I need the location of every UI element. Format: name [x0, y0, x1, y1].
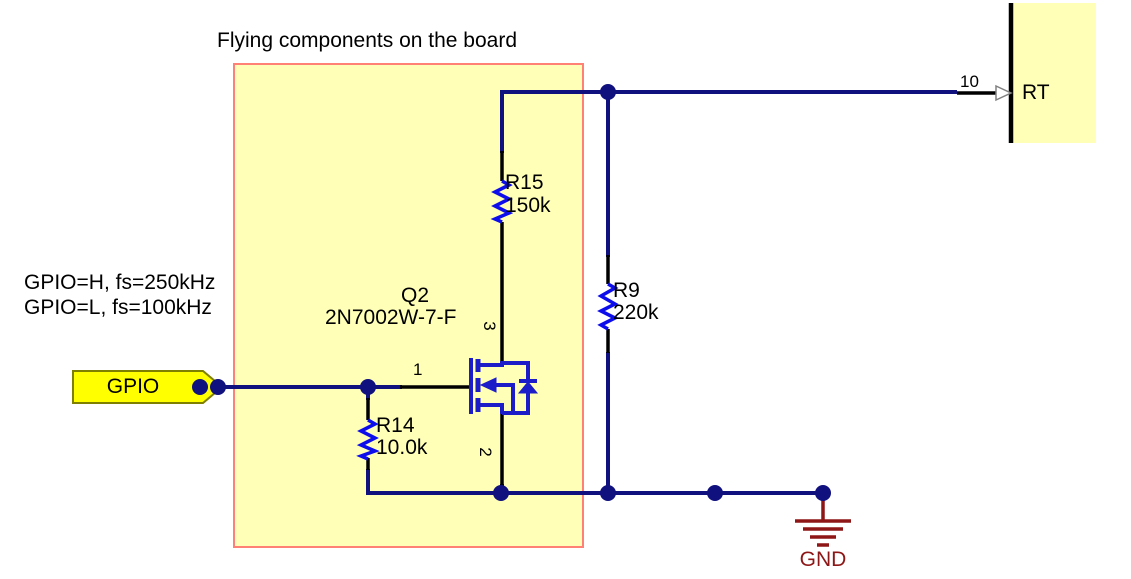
gpio-port-label: GPIO	[106, 375, 160, 398]
gnd-label: GND	[799, 548, 847, 571]
r14-value: 10.0k	[376, 436, 428, 459]
mosfet-diode-bottom	[502, 392, 530, 415]
note-line-2: GPIO=L, fs=100kHz	[24, 296, 212, 319]
gpio-port-flag	[72, 370, 224, 404]
rt-pin-name: RT	[1022, 81, 1050, 104]
flying-components-box	[233, 63, 584, 548]
resistor-r9-symbol	[597, 282, 619, 331]
junction-dot	[192, 379, 208, 395]
mosfet-diode-top	[502, 361, 530, 382]
resistor-symbols	[356, 179, 619, 461]
ic-body	[1008, 3, 1096, 143]
mosfet-body-link	[494, 383, 515, 413]
q2-designator: Q2	[401, 284, 430, 307]
junction-dot	[493, 485, 509, 501]
schematic-title: Flying components on the board	[217, 29, 518, 52]
gnd-symbol	[795, 497, 851, 547]
q2-part-number: 2N7002W-7-F	[325, 306, 457, 329]
wire-rt-net	[500, 90, 957, 153]
junction-dot	[600, 84, 616, 100]
r9-value: 220k	[613, 301, 659, 324]
junction-dot	[707, 485, 723, 501]
rt-pin-number: 10	[960, 72, 979, 91]
component-pins	[366, 91, 996, 486]
junction-dot	[360, 379, 376, 395]
resistor-r15-symbol	[490, 179, 514, 224]
r9-designator: R9	[613, 279, 640, 302]
wire-ground-rail	[366, 469, 823, 495]
r15-value: 150k	[505, 194, 551, 217]
mosfet-diode-triangle	[517, 381, 539, 394]
mosfet-arrow	[479, 377, 497, 393]
junction-dots	[192, 84, 831, 501]
pin-number-drain: 3	[480, 321, 499, 331]
junction-dot	[600, 485, 616, 501]
junction-dot	[210, 379, 226, 395]
r14-designator: R14	[376, 414, 415, 437]
resistor-r14-symbol	[356, 418, 380, 461]
junction-dot	[815, 485, 831, 501]
mosfet-symbol	[469, 358, 539, 415]
r15-designator: R15	[505, 171, 544, 194]
pin-number-gate: 1	[413, 360, 423, 379]
pin-number-source: 2	[476, 447, 495, 457]
note-line-1: GPIO=H, fs=250kHz	[24, 271, 216, 294]
pin-arrow-icon	[995, 84, 1013, 102]
